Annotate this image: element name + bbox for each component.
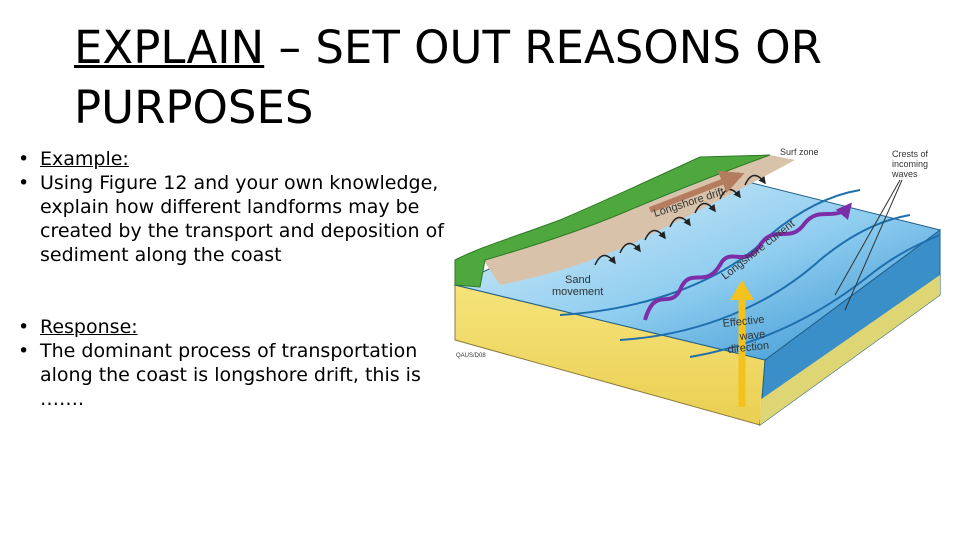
grass-dune [454, 154, 771, 288]
response-label: Response: [40, 316, 138, 338]
effective-wave-label-2: wave [738, 328, 766, 343]
longshore-drift-arrow [648, 170, 745, 213]
surf-zone-label: Surf zone [780, 147, 819, 157]
swash-arrow [619, 242, 641, 254]
response-text-item: The dominant process of transportation a… [18, 339, 458, 411]
swash-arrow [669, 216, 691, 228]
bullet-list: Example: Using Figure 12 and your own kn… [18, 147, 458, 411]
effective-wave-arrowhead [730, 280, 754, 300]
crests-label-2: incoming [892, 159, 928, 169]
response-text: The dominant process of transportation a… [40, 340, 421, 410]
longshore-drift-diagram: Surf zone Crests of incoming waves Longs… [453, 147, 942, 427]
example-label-item: Example: [18, 147, 458, 171]
wave-crest [619, 214, 911, 341]
effective-wave-label-3: direction [727, 340, 770, 356]
swash-arrow [694, 202, 716, 214]
example-text-item: Using Figure 12 and your own knowledge, … [18, 171, 458, 267]
swash-arrow [644, 229, 666, 241]
example-label: Example: [40, 148, 129, 170]
leader-line [844, 179, 903, 311]
example-text: Using Figure 12 and your own knowledge, … [40, 172, 444, 266]
swash-arrow [594, 254, 616, 266]
title-keyword: EXPLAIN [74, 21, 265, 74]
sand-lower-strip [760, 275, 940, 425]
sand-movement-label-1: Sand [565, 274, 591, 286]
swash-arrow [744, 174, 766, 186]
crests-label-3: waves [891, 169, 918, 179]
beach [480, 155, 795, 285]
title-rest: – SET OUT REASONS OR PURPOSES [74, 21, 822, 134]
leader-line [834, 179, 901, 296]
effective-wave-label-1: Effective [722, 314, 765, 330]
sand-movement-label-2: movement [552, 286, 603, 298]
slide-title: EXPLAIN – SET OUT REASONS OR PURPOSES [74, 18, 894, 138]
response-label-item: Response: [18, 315, 458, 339]
longshore-current-arrow [643, 202, 853, 321]
crests-label-1: Crests of [892, 149, 929, 159]
figure-credit: QAUS/D08 [456, 353, 486, 359]
wave-crest [559, 189, 861, 316]
